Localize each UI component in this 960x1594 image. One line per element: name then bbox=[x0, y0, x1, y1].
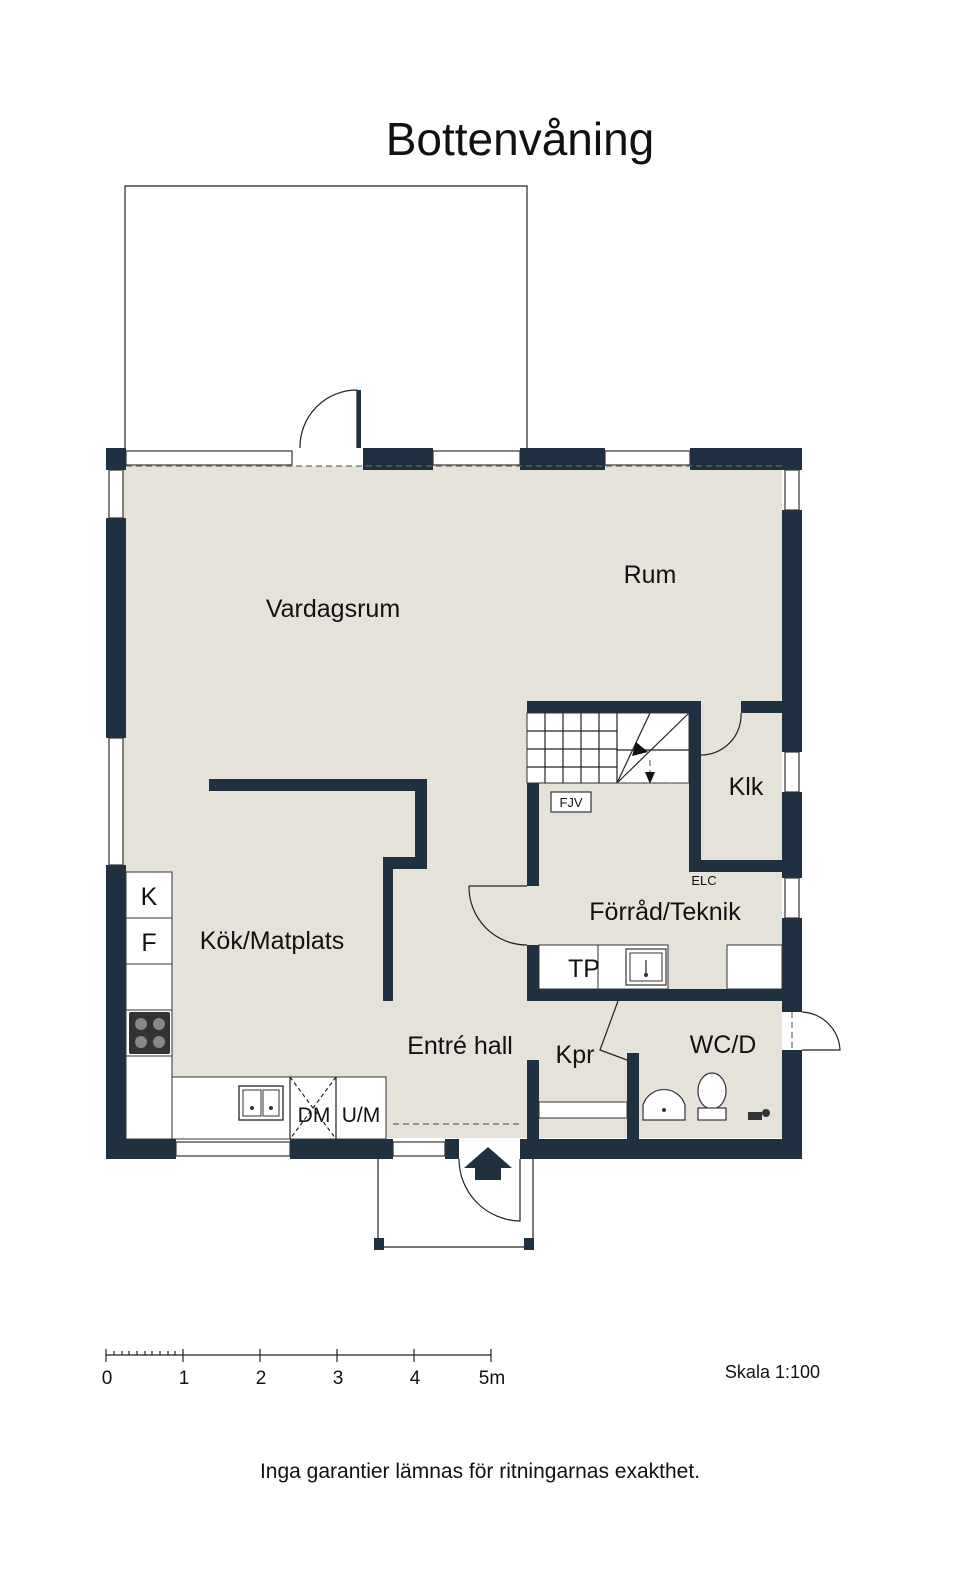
room-klk: Klk bbox=[729, 773, 764, 801]
room-entre-hall: Entré hall bbox=[407, 1032, 513, 1060]
sink-icon bbox=[238, 1085, 284, 1121]
staircase bbox=[526, 712, 690, 784]
scale-bar bbox=[105, 1349, 492, 1362]
f-label: F bbox=[141, 929, 156, 957]
scale-tick-label: 1 bbox=[179, 1368, 190, 1389]
scale-tick-label: 2 bbox=[256, 1368, 267, 1389]
scale-tick-label: 4 bbox=[410, 1368, 421, 1389]
washbasin-icon bbox=[642, 1089, 686, 1121]
patio-outline bbox=[124, 185, 528, 448]
porch bbox=[374, 1159, 534, 1250]
scale-tick-label: 5m bbox=[479, 1368, 505, 1389]
k-label: K bbox=[141, 883, 158, 911]
scale-label: Skala 1:100 bbox=[725, 1362, 820, 1382]
closet-kpr-door bbox=[599, 1000, 628, 1061]
room-vardagsrum: Vardagsrum bbox=[266, 595, 400, 623]
elc-label: ELC bbox=[691, 873, 716, 888]
scale-tick-label: 0 bbox=[102, 1368, 113, 1389]
tp-label: TP bbox=[568, 955, 600, 983]
wc-outer-door bbox=[801, 1011, 841, 1051]
um-label: U/M bbox=[342, 1104, 381, 1127]
floor-area bbox=[122, 466, 782, 1138]
outer-walls bbox=[106, 448, 802, 1159]
fjv-label: FJV bbox=[559, 795, 582, 810]
patio-door bbox=[299, 389, 358, 449]
room-rum: Rum bbox=[624, 561, 677, 589]
floor-drain-icon bbox=[748, 1109, 770, 1120]
stove-icon bbox=[129, 1012, 170, 1054]
storage-door bbox=[468, 885, 528, 946]
dm-label: DM bbox=[298, 1104, 331, 1127]
room-kok-matplats: Kök/Matplats bbox=[200, 927, 345, 955]
closet-shelf bbox=[538, 1101, 628, 1119]
disclaimer: Inga garantier lämnas för ritningarnas e… bbox=[260, 1460, 700, 1483]
room-kpr: Kpr bbox=[556, 1041, 595, 1069]
scale-tick-label: 3 bbox=[333, 1368, 344, 1389]
room-forrad-teknik: Förråd/Teknik bbox=[589, 898, 741, 926]
fjv-box bbox=[550, 791, 592, 813]
room-wc-d: WC/D bbox=[690, 1031, 757, 1059]
interior-walls bbox=[209, 701, 782, 1140]
entrance-door bbox=[393, 1123, 521, 1222]
closet-door bbox=[700, 712, 742, 756]
utility-sink-icon bbox=[625, 948, 667, 986]
plan-title: Bottenvåning bbox=[386, 113, 655, 165]
windows bbox=[108, 450, 800, 1157]
toilet-icon bbox=[697, 1072, 727, 1121]
